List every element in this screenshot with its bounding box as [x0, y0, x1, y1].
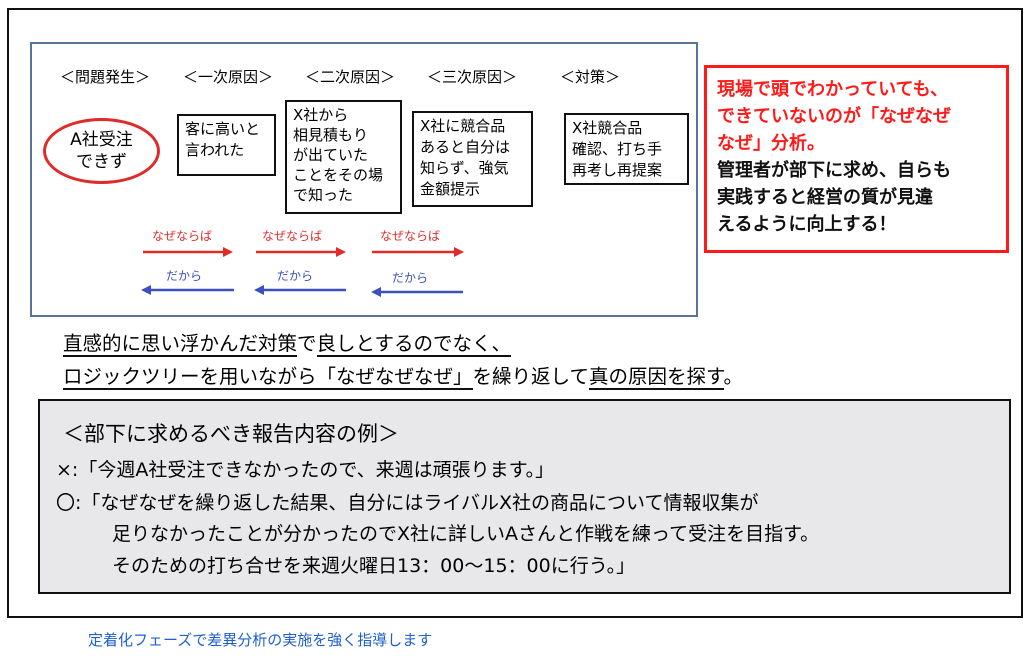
bad-example: 「今週A社受注できなかったので、来週は頑張ります。」	[78, 459, 555, 481]
statement-text: を繰り返して	[472, 365, 589, 388]
box-line: X社に競合品	[420, 117, 506, 135]
backward-arrow	[371, 287, 463, 297]
header-countermeasure: ＜対策＞	[560, 68, 621, 86]
good-example-row: 〇:「なぜなぜを繰り返した結果、自分にはライバルX社の商品について情報収集が	[56, 488, 758, 515]
outer-frame	[7, 8, 1023, 618]
bad-mark: ×:	[56, 459, 79, 481]
good-mark: 〇:	[56, 492, 82, 514]
box-line: で知った	[293, 186, 354, 204]
callout-red-line: なぜ」分析。	[717, 133, 825, 154]
header-problem: ＜問題発生＞	[60, 68, 151, 86]
cause-3-box: X社に競合品 あると自分は 知らず、強気 金額提示	[412, 111, 533, 207]
cause-1-box: 客に高いと 言われた	[177, 114, 276, 176]
box-line: X社競合品	[572, 119, 643, 137]
box-line: あると自分は	[420, 138, 511, 156]
header-cause-1: ＜一次原因＞	[183, 68, 274, 86]
header-cause-3: ＜三次原因＞	[427, 68, 518, 86]
good-example-line: そのための打ち合せを来週火曜日13：00～15：00に行う。」	[112, 555, 636, 577]
box-line: 再考し再提案	[572, 161, 663, 179]
box-line: ことをその場	[293, 166, 384, 184]
backward-label: だから	[277, 269, 314, 283]
backward-arrow	[141, 285, 234, 295]
forward-label: なぜならば	[262, 229, 323, 243]
bad-example-row: ×:「今週A社受注できなかったので、来週は頑張ります。」	[56, 455, 554, 482]
header-cause-2: ＜二次原因＞	[305, 68, 396, 86]
problem-line: できず	[75, 152, 127, 172]
box-line: 金額提示	[420, 180, 481, 198]
statement-underlined: 直感的に思い浮かんだ対策	[63, 332, 298, 357]
forward-label: なぜならば	[152, 229, 213, 243]
good-example-line: 足りなかったことが分かったのでX社に詳しいAさんと作戦を練って受注を目指す。	[112, 523, 820, 545]
box-line: 知らず、強気	[420, 159, 509, 177]
problem-line: A社受注	[70, 130, 133, 150]
forward-arrow	[143, 247, 233, 257]
statement-text: で	[297, 332, 317, 355]
example-box	[38, 399, 1011, 594]
statement-underlined: 良しとするのでなく、	[316, 332, 511, 357]
statement-line-1: 直感的に思い浮かんだ対策で良しとするのでなく、	[63, 327, 511, 357]
forward-label: なぜならば	[380, 229, 441, 243]
callout-line: 実践すると経営の質が見違	[717, 187, 933, 208]
statement-text: 。	[723, 365, 744, 388]
statement-underlined: 「なぜなぜなぜ」	[316, 365, 473, 390]
good-example-line: 「なぜなぜを繰り返した結果、自分にはライバルX社の商品について情報収集が	[81, 492, 759, 514]
backward-label: だから	[392, 271, 429, 285]
callout-red-line: 現場で頭でわかっていても、	[717, 79, 949, 100]
logic-tree-diagram	[30, 42, 698, 317]
backward-label: だから	[166, 269, 203, 283]
backward-arrow	[254, 285, 346, 295]
box-line: 確認、打ち手	[572, 140, 663, 158]
problem-ellipse: A社受注 できず	[43, 118, 160, 184]
statement-underlined: ロジックツリーを用いながら	[63, 365, 317, 390]
statement-line-2: ロジックツリーを用いながら「なぜなぜなぜ」を繰り返して真の原因を探す。	[63, 360, 744, 390]
callout-line: 管理者が部下に求め、自らも	[717, 160, 951, 181]
forward-arrow	[256, 247, 346, 257]
countermeasure-box: X社競合品 確認、打ち手 再考し再提案	[564, 113, 689, 185]
box-line: 客に高いと	[185, 120, 261, 138]
callout-box: 現場で頭でわかっていても、 できていないのが「なぜなぜ なぜ」分析。 管理者が部…	[704, 65, 1009, 253]
box-line: が出ていた	[293, 146, 369, 164]
forward-arrow	[372, 247, 464, 257]
footer-caption: 定着化フェーズで差異分析の実施を強く指導します	[88, 631, 433, 649]
callout-red-line: できていないのが「なぜなぜ	[717, 106, 951, 127]
example-title: ＜部下に求めるべき報告内容の例＞	[63, 422, 399, 446]
box-line: 相見積もり	[293, 126, 369, 144]
cause-2-box: X社から 相見積もり が出ていた ことをその場 で知った	[285, 100, 402, 214]
callout-line: えるように向上する！	[717, 214, 897, 235]
box-line: X社から	[293, 106, 349, 124]
box-line: 言われた	[185, 141, 245, 159]
statement-underlined: 真の原因を探す	[588, 365, 724, 390]
